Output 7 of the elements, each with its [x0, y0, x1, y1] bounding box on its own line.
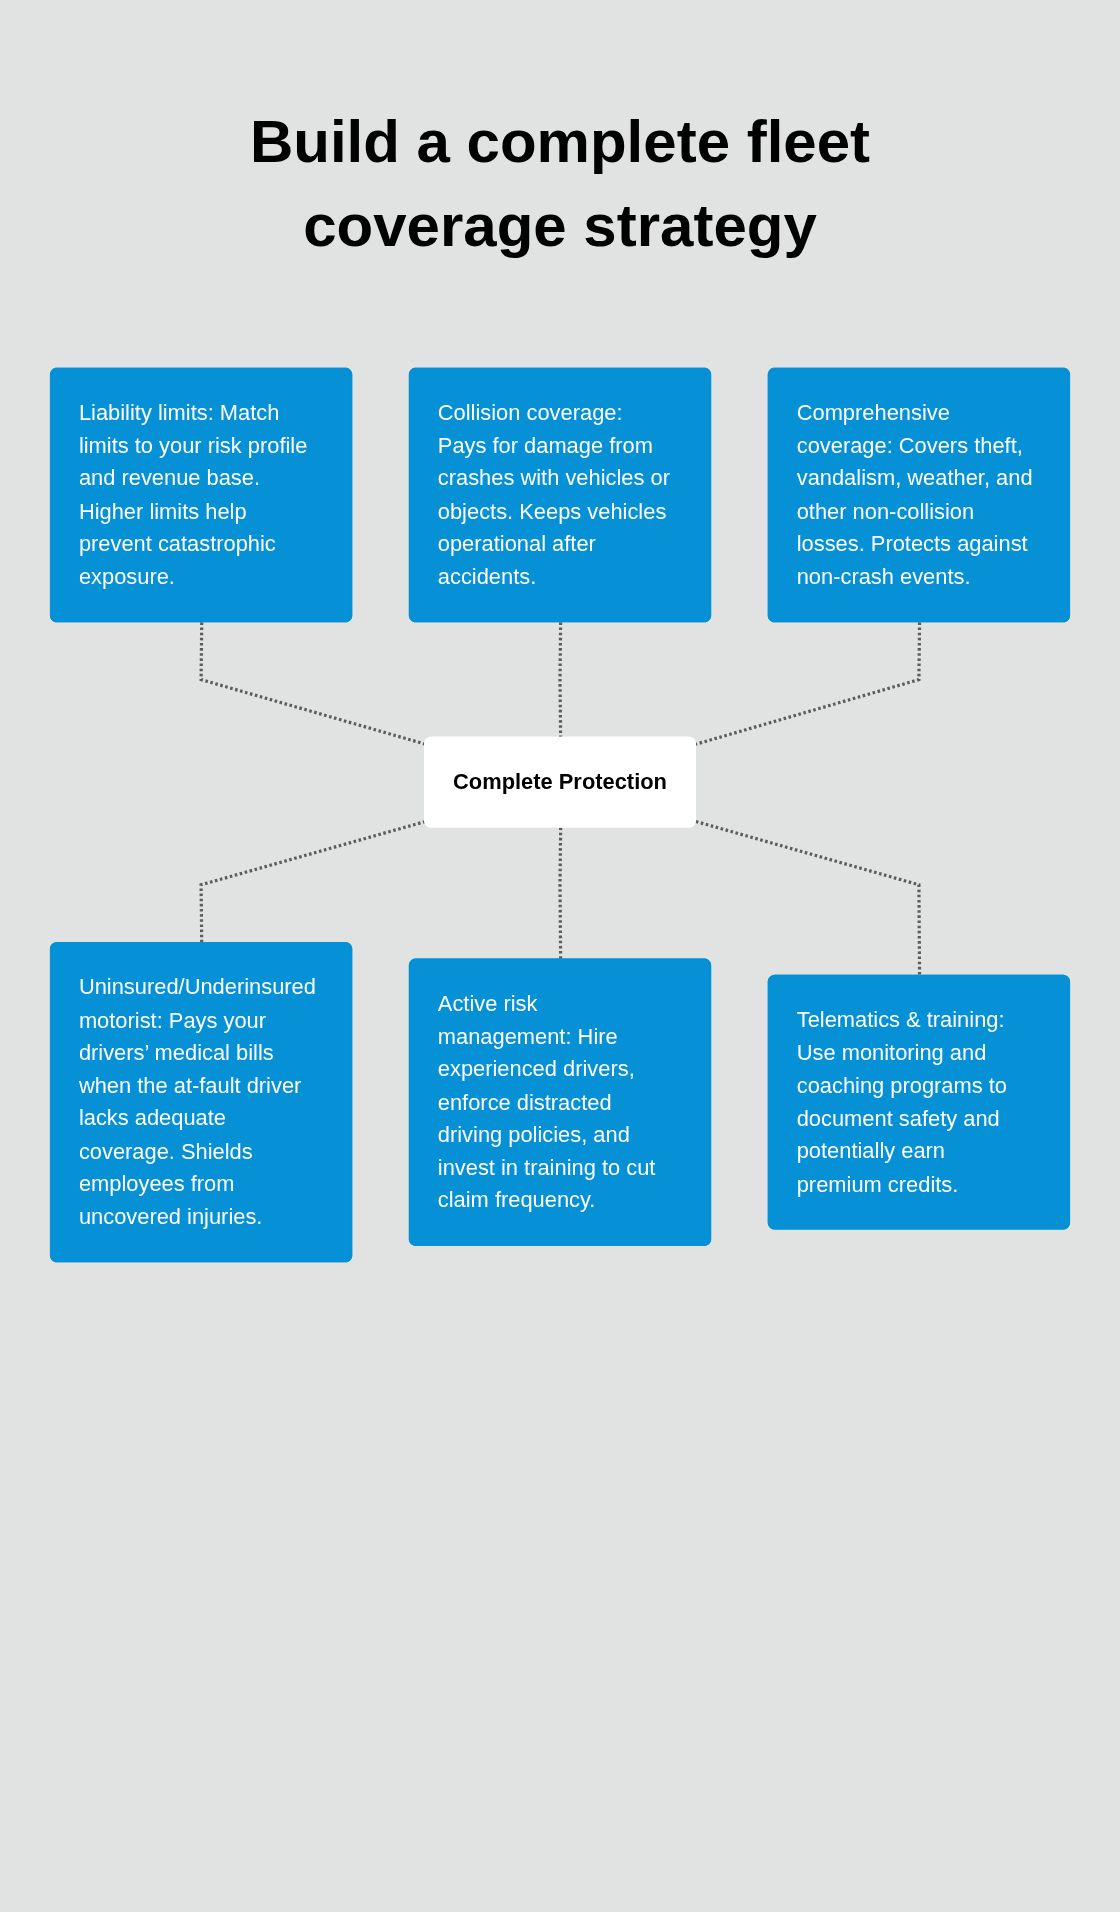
connector: [558, 622, 563, 739]
connector: [558, 827, 563, 960]
title: Build a complete fleet coverage strategy: [248, 107, 872, 261]
connector: [199, 622, 426, 746]
connector: [695, 622, 922, 746]
connector: [199, 819, 426, 944]
connector: [695, 819, 922, 977]
